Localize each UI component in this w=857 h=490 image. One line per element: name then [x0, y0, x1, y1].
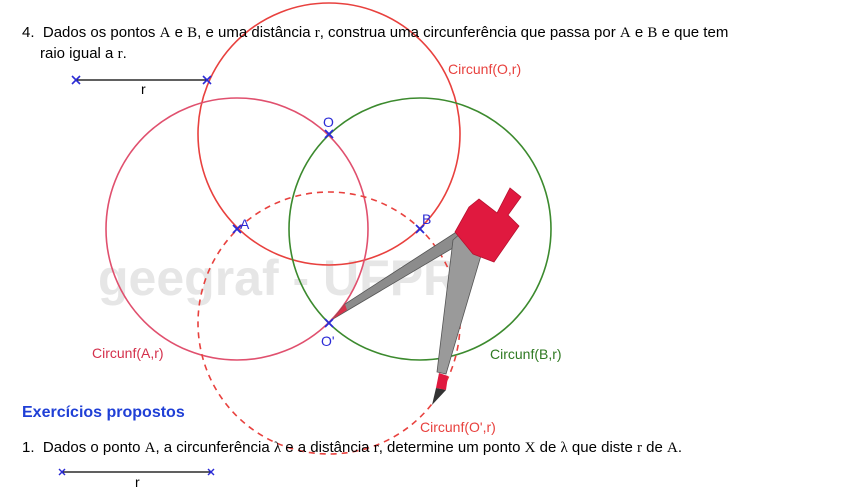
- circle-o: [197, 2, 461, 266]
- exercise-1-text: 1. Dados o ponto A, a circunferência λ e…: [22, 437, 822, 459]
- problem-text: Dados os pontos: [42, 24, 160, 41]
- exercise-number: 1.: [22, 439, 35, 456]
- exercise-text: , determine um ponto: [378, 439, 525, 456]
- exercise-text: , a circunferência: [155, 439, 274, 456]
- circle-b-label: Circunf(B,r): [490, 346, 562, 362]
- circle-o-label: Circunf(O,r): [448, 61, 521, 77]
- problem-text: e que tem: [657, 24, 729, 41]
- circle-b: [288, 97, 552, 361]
- segment-r-top-endpoints: [71, 75, 212, 85]
- circle-o-prime-label: Circunf(O',r): [420, 419, 496, 435]
- distance-name: r: [117, 46, 123, 62]
- problem-text: raio igual a: [40, 45, 118, 62]
- point-name: A: [144, 440, 156, 456]
- point-name: A: [159, 25, 171, 41]
- point-b-label: B: [422, 211, 431, 227]
- exercise-text: .: [677, 439, 683, 456]
- watermark: geegraf - UFPR: [98, 250, 459, 306]
- exercise-text: de: [535, 439, 561, 456]
- segment-r-bottom-endpoints: [58, 468, 215, 476]
- point-name: B: [647, 25, 658, 41]
- point-name: X: [524, 440, 536, 456]
- point-name: A: [619, 25, 631, 41]
- exercise-text: Dados o ponto: [42, 439, 145, 456]
- distance-name: r: [314, 25, 320, 41]
- circle-name: λ: [273, 440, 282, 456]
- problem-text: e: [630, 24, 648, 41]
- circle-a: [105, 97, 369, 361]
- distance-name: r: [636, 440, 642, 456]
- point-a-label: A: [240, 216, 250, 232]
- point-name: A: [667, 440, 678, 456]
- circle-a-label: Circunf(A,r): [92, 345, 164, 361]
- segment-r-bottom-label: r: [135, 474, 140, 490]
- problem-text: .: [122, 45, 127, 62]
- problem-4-line-1: 4. Dados os pontos A e B, e uma distânci…: [22, 22, 822, 44]
- point-o-marker: [324, 129, 334, 139]
- circle-name: λ: [560, 440, 568, 456]
- problem-text: , e uma distância: [197, 24, 315, 41]
- point-name: B: [187, 25, 198, 41]
- exercise-text: e a distância: [281, 439, 374, 456]
- exercises-title: Exercícios propostos: [22, 404, 185, 421]
- point-a-marker: [232, 224, 242, 234]
- problem-number: 4.: [22, 24, 35, 41]
- point-o-label: O: [323, 114, 334, 130]
- problem-text: e: [170, 24, 188, 41]
- point-o-prime-label: O': [321, 333, 335, 349]
- problem-text: , construa uma circunferência que passa …: [319, 24, 620, 41]
- point-b-marker: [415, 224, 425, 234]
- exercise-text: que diste: [567, 439, 637, 456]
- compass-icon: [332, 187, 522, 405]
- point-o-prime-marker: [324, 318, 334, 328]
- distance-name: r: [373, 440, 379, 456]
- exercise-text: de: [641, 439, 668, 456]
- point-markers: [232, 129, 425, 328]
- problem-4-line-2: raio igual a r.: [40, 43, 127, 65]
- segment-r-top-label: r: [141, 81, 146, 97]
